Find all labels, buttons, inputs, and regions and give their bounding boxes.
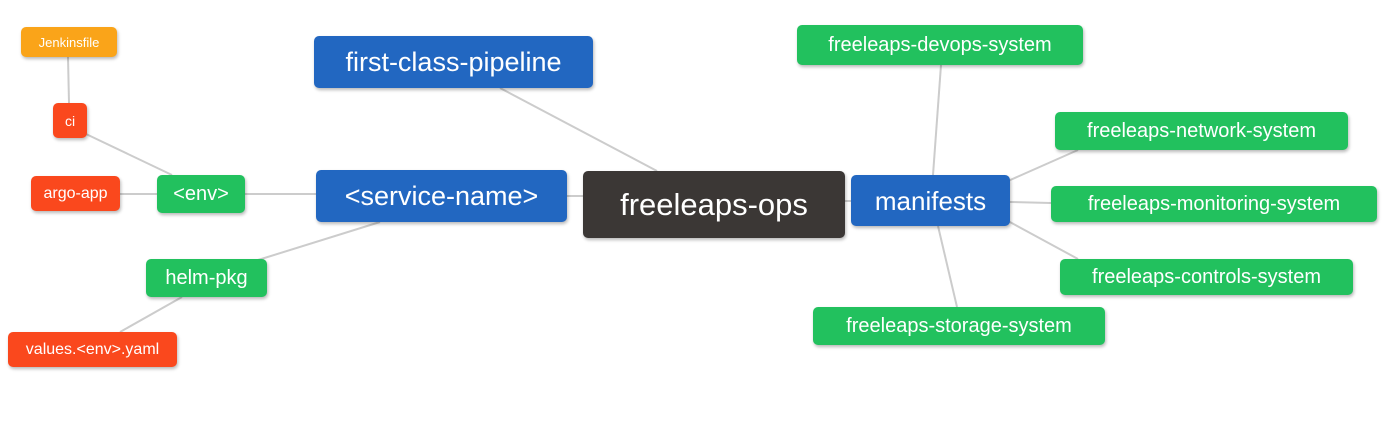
node-env[interactable]: <env> [157, 175, 245, 213]
node-ci[interactable]: ci [53, 103, 87, 138]
node-label: helm-pkg [165, 267, 248, 289]
node-label: values.<env>.yaml [25, 340, 160, 358]
node-values-env-yaml[interactable]: values.<env>.yaml [8, 332, 177, 367]
node-freeleaps-network-system[interactable]: freeleaps-network-system [1055, 112, 1348, 150]
node-helm-pkg[interactable]: helm-pkg [146, 259, 267, 297]
node-argo-app[interactable]: argo-app [31, 176, 120, 211]
node-freeleaps-monitoring-system[interactable]: freeleaps-monitoring-system [1051, 186, 1377, 222]
edge-manifests-freeleaps-controls-system [1007, 220, 1079, 260]
node-freeleaps-storage-system[interactable]: freeleaps-storage-system [813, 307, 1105, 345]
edge-helm-pkg-service-name [257, 221, 381, 261]
node-first-class-pipeline[interactable]: first-class-pipeline [314, 36, 593, 88]
node-freeleaps-ops[interactable]: freeleaps-ops [583, 171, 845, 238]
node-jenkinsfile[interactable]: Jenkinsfile [21, 27, 117, 57]
node-label: freeleaps-ops [620, 187, 808, 222]
node-freeleaps-controls-system[interactable]: freeleaps-controls-system [1060, 259, 1353, 295]
edge-ci-env [85, 133, 173, 176]
edge-manifests-freeleaps-network-system [1007, 149, 1079, 182]
node-manifests[interactable]: manifests [851, 175, 1010, 226]
node-label: freeleaps-monitoring-system [1087, 193, 1341, 215]
node-freeleaps-devops-system[interactable]: freeleaps-devops-system [797, 25, 1083, 65]
edge-jenkinsfile-ci [67, 56, 70, 104]
node-label: argo-app [43, 184, 108, 202]
node-label: manifests [874, 185, 987, 216]
node-label: <service-name> [344, 180, 539, 211]
edge-manifests-freeleaps-storage-system [937, 225, 958, 308]
node-label: freeleaps-devops-system [828, 34, 1052, 56]
edge-manifests-freeleaps-monitoring-system [1009, 201, 1052, 204]
edge-manifests-freeleaps-devops-system [932, 64, 942, 176]
node-label: first-class-pipeline [345, 46, 562, 77]
node-label: <env> [173, 183, 229, 205]
node-label: freeleaps-controls-system [1092, 266, 1321, 288]
node-label: freeleaps-storage-system [846, 315, 1072, 337]
node-service-name[interactable]: <service-name> [316, 170, 567, 222]
edge-values-env-yaml-helm-pkg [119, 296, 183, 333]
node-label: freeleaps-network-system [1087, 120, 1316, 142]
node-label: Jenkinsfile [38, 34, 100, 50]
node-label: ci [64, 112, 76, 129]
edge-first-class-pipeline-freeleaps-ops [499, 87, 658, 172]
